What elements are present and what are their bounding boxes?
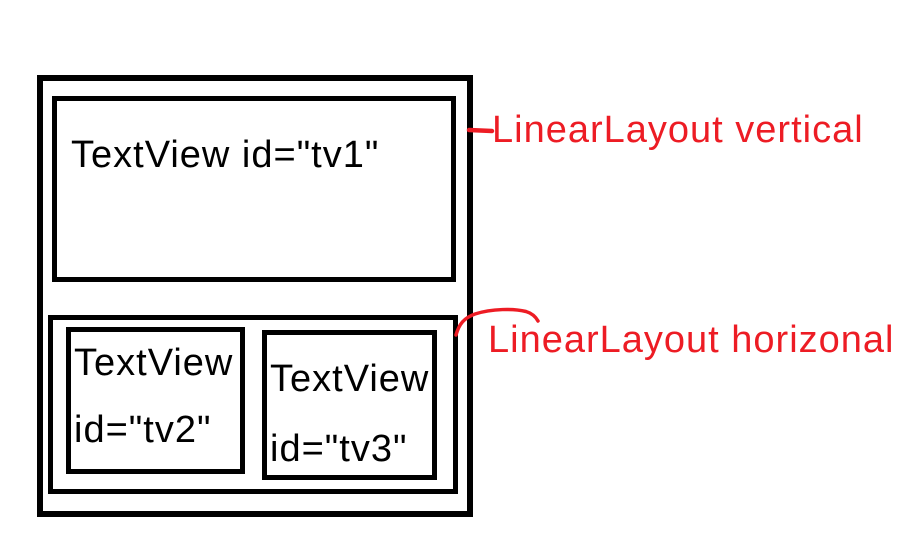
textview-tv2-label-line2: id="tv2" [74, 409, 212, 451]
textview-tv2-box [66, 327, 245, 474]
textview-tv3-label-line2: id="tv3" [270, 428, 408, 470]
textview-tv1-box [52, 96, 456, 282]
annotation-vertical-label: LinearLayout vertical [492, 109, 864, 151]
annotation-horizonal-label: LinearLayout horizonal [488, 319, 895, 361]
textview-tv1-label: TextView id="tv1" [71, 134, 380, 176]
textview-tv3-label-line1: TextView [270, 358, 430, 400]
textview-tv3-box [262, 330, 437, 480]
textview-tv2-label-line1: TextView [74, 342, 234, 384]
